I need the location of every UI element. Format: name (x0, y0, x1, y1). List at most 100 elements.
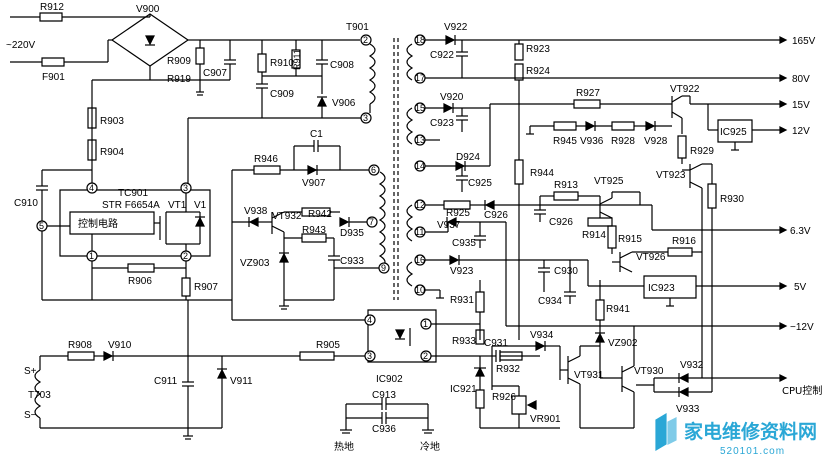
pin-t-2: 2 (363, 35, 368, 45)
label-c907: C907 (203, 68, 227, 79)
pin-numbers: 4 3 5 1 2 2 3 6 7 9 18 17 15 13 14 12 11… (39, 35, 428, 361)
output-5v: 5V (794, 282, 807, 293)
resistor-r930 (708, 184, 716, 208)
label-r912: R912 (40, 2, 64, 13)
label-r910: R910 (270, 58, 294, 69)
label-ic923: IC923 (648, 283, 675, 294)
label-r929: R929 (690, 146, 714, 157)
output-6-3v: 6.3V (790, 226, 811, 237)
label-tc901: TC901 (118, 188, 148, 199)
label-d935: D935 (340, 228, 364, 239)
label-ic902: IC902 (376, 374, 403, 385)
input-section (10, 13, 360, 104)
label-r923: R923 (526, 44, 550, 55)
pin-t-12: 12 (415, 200, 425, 210)
resistor-r914 (588, 218, 612, 226)
resistor-r905 (300, 352, 334, 360)
resistor-r926 (476, 390, 484, 408)
label-ic925: IC925 (720, 127, 747, 138)
label-ic921: IC921 (450, 384, 477, 395)
label-r914: R914 (582, 230, 606, 241)
resistor-r933 (476, 330, 484, 344)
output-cpu-control: CPU控制 (782, 384, 822, 397)
pin-t-9: 9 (381, 263, 386, 273)
label-v932: V932 (680, 360, 704, 371)
standby-control (35, 300, 434, 439)
label-c934: C934 (538, 296, 562, 307)
watermark-logo: 家电维修资料网 520101.com (656, 414, 817, 457)
label-v936: V936 (580, 136, 604, 147)
resistor-r945 (554, 122, 576, 130)
pin-ic-1: 1 (89, 251, 94, 261)
label-v938: V938 (244, 206, 268, 217)
resistor-r931 (476, 292, 484, 312)
label-c911: C911 (154, 376, 178, 387)
error-amplifier (232, 280, 786, 428)
pin-ic-4: 4 (89, 183, 94, 193)
pin-t-15: 15 (415, 103, 425, 113)
label-v900: V900 (136, 4, 160, 15)
pin-ic-3: 3 (183, 183, 188, 193)
label-c933: C933 (340, 256, 364, 267)
label-cold-ground: 冷地 (420, 440, 440, 453)
label-r919: R919 (167, 74, 191, 85)
label-vz902: VZ902 (608, 338, 638, 349)
label-r906: R906 (128, 276, 152, 287)
label-r905: R905 (316, 340, 340, 351)
label-input-voltage: ~220V (6, 40, 36, 51)
optocoupler-ic902 (368, 310, 436, 362)
label-vt925: VT925 (594, 176, 624, 187)
label-r903: R903 (100, 116, 124, 127)
label-c910: C910 (14, 198, 38, 209)
primary-feedback (232, 140, 379, 320)
label-r927: R927 (576, 88, 600, 99)
label-s-plus: S+ (24, 366, 37, 377)
label-v906: V906 (332, 98, 356, 109)
label-v920: V920 (440, 92, 464, 103)
output-165v: 165V (792, 36, 816, 47)
label-t901: T901 (346, 22, 369, 33)
pin-t-11: 11 (415, 227, 424, 237)
label-r943: R943 (302, 225, 326, 236)
label-c926: C926 (484, 210, 508, 221)
pin-t-16: 16 (415, 255, 425, 265)
label-r925: R925 (446, 208, 470, 219)
pin-opto-4: 4 (367, 315, 372, 325)
label-v1: V1 (194, 200, 207, 211)
pin-opto-3: 3 (367, 351, 372, 361)
transformer-t901 (361, 35, 412, 300)
label-v907: V907 (302, 178, 326, 189)
label-f901: F901 (42, 72, 65, 83)
label-c930: C930 (554, 266, 578, 277)
label-r926: R926 (492, 392, 516, 403)
label-r942: R942 (308, 209, 332, 220)
resistor-r910 (258, 54, 266, 72)
pin-opto-2: 2 (423, 351, 428, 361)
label-v937: V937 (437, 220, 461, 231)
output-12v: 12V (792, 126, 810, 137)
label-vt931: VT931 (574, 370, 604, 381)
label-vt930: VT930 (634, 366, 664, 377)
label-ic-part: STR F6654A (102, 200, 160, 211)
label-r945: R945 (553, 136, 577, 147)
label-c908: C908 (330, 60, 354, 71)
watermark-url: 520101.com (720, 446, 785, 457)
label-r904: R904 (100, 147, 124, 158)
pin-t-3: 3 (363, 113, 368, 123)
resistor-r928 (612, 122, 634, 130)
label-vr901: VR901 (530, 414, 561, 425)
label-r916: R916 (672, 236, 696, 247)
label-c926b: C926 (549, 217, 573, 228)
fuse-f901 (42, 58, 64, 66)
label-c931: C931 (484, 338, 508, 349)
label-c936: C936 (372, 424, 396, 435)
label-d924: D924 (456, 152, 480, 163)
label-r913: R913 (554, 180, 578, 191)
label-c909: C909 (270, 89, 294, 100)
resistor-r915 (608, 226, 616, 248)
pin-t-17: 17 (415, 73, 425, 83)
pin-t-14: 14 (415, 161, 425, 171)
label-c935: C935 (452, 238, 476, 249)
label-c923: C923 (430, 118, 454, 129)
label-vt932: VT932 (272, 211, 302, 222)
